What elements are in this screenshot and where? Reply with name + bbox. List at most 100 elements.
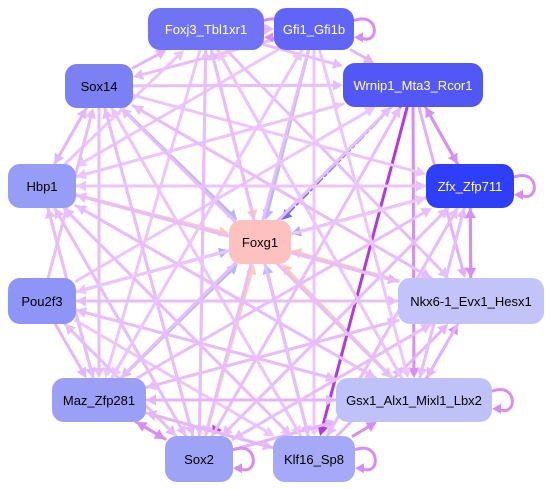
edge-arrowhead (420, 208, 432, 218)
edge-zfx-to-hbp1 (76, 180, 428, 192)
edge-line (115, 48, 304, 371)
node-zfx[interactable]: Zfx_Zfp711 (426, 164, 514, 208)
edge-sox14-to-maz (93, 106, 105, 378)
edge-arrowhead (233, 429, 245, 440)
edge-pou2f3-to-wrnip1 (74, 107, 376, 283)
edge-gfi1-to-maz (111, 48, 304, 378)
edge-arrowhead (199, 50, 211, 61)
edge-arrowhead (262, 426, 275, 436)
edge-arrowhead (76, 205, 88, 216)
node-nkx61-label: Nkx6-1_Evx1_Hesx1 (410, 293, 532, 309)
edge-line (154, 318, 400, 387)
self-loop-line (513, 174, 536, 198)
edge-line (74, 110, 369, 283)
self-loop-zfx (513, 174, 536, 200)
edge-gfi1-to-gsx1 (318, 48, 411, 378)
node-sox14[interactable]: Sox14 (65, 64, 133, 108)
edge-pou2f3-to-maz (53, 322, 87, 378)
edge-line (428, 114, 460, 166)
edge-line (154, 414, 275, 450)
edge-line (430, 322, 460, 371)
edge-line (83, 209, 378, 380)
edge-arrowhead (63, 208, 75, 219)
edge-line (349, 48, 367, 60)
edge-nkx61-to-pou2f3 (76, 295, 400, 307)
edge-arrowhead (76, 295, 86, 307)
edge-arrowhead (133, 69, 145, 80)
edge-nkx61-to-maz (146, 318, 400, 391)
node-wrnip1[interactable]: Wrnip1_Mta3_Rcor1 (343, 63, 483, 107)
edge-arrowhead (465, 267, 477, 278)
edge-foxj3-to-gfi1 (262, 23, 274, 35)
edge-arrowhead (155, 49, 167, 60)
edge-arrowhead (76, 192, 88, 204)
self-loop-line (353, 17, 376, 41)
node-gsx1[interactable]: Gsx1_Alx1_Mixl1_Lbx2 (336, 378, 492, 422)
self-loop-line (491, 388, 514, 412)
edge-arrowhead (426, 366, 437, 378)
edge-arrowhead (408, 367, 420, 378)
node-nkx61[interactable]: Nkx6-1_Evx1_Hesx1 (398, 278, 544, 324)
edge-zfx-to-wrnip1 (425, 107, 460, 166)
node-hbp1[interactable]: Hbp1 (8, 164, 76, 208)
edge-pou2f3-to-klf16 (74, 319, 275, 436)
edge-arrowhead (173, 50, 185, 61)
self-loop-sox2 (232, 446, 255, 474)
self-loop-line (232, 446, 255, 472)
edge-arrowhead (111, 108, 122, 120)
self-loop-gfi1 (353, 17, 376, 43)
edge-line (84, 311, 338, 381)
self-loop-arrowhead (233, 463, 242, 474)
node-maz-label: Maz_Zfp281 (62, 392, 136, 408)
edge-arrowhead (111, 366, 122, 378)
edge-nkx61-to-sox14 (133, 105, 433, 280)
edge-line (53, 322, 83, 371)
node-gfi1-label: Gfi1_Gfi1b (282, 21, 346, 37)
edge-arrowhead (365, 422, 377, 432)
edge-sox14-to-foxj3 (131, 49, 167, 70)
node-foxg1[interactable]: Foxg1 (229, 220, 291, 264)
edge-wrnip1-to-klf16 (317, 105, 409, 436)
node-gfi1[interactable]: Gfi1_Gfi1b (274, 8, 354, 50)
node-pou2f3[interactable]: Pou2f3 (8, 278, 76, 324)
edge-arrowhead (93, 368, 105, 378)
edge-arrowhead (456, 266, 468, 278)
edge-nkx61-to-gsx1 (426, 322, 460, 378)
node-foxj3-label: Foxj3_Tbl1xr1 (164, 21, 248, 37)
node-maz[interactable]: Maz_Zfp281 (52, 378, 146, 422)
edge-arrowhead (400, 366, 411, 378)
edge-arrowhead (217, 50, 228, 62)
edge-zfx-to-sox2 (221, 206, 450, 436)
self-loop-arrowhead (514, 189, 523, 200)
edge-arrowhead (133, 105, 145, 116)
edge-gsx1-to-pou2f3 (76, 307, 338, 381)
edge-arrowhead (416, 366, 428, 378)
edge-line (83, 48, 280, 163)
node-sox14-label: Sox14 (80, 78, 118, 94)
edge-line (53, 115, 84, 166)
edge-arrowhead (221, 425, 233, 436)
edge-arrowhead (76, 283, 88, 295)
edge-arrowhead (208, 50, 220, 62)
edge-arrowhead (331, 58, 343, 69)
node-hbp1-label: Hbp1 (26, 178, 58, 194)
node-sox2[interactable]: Sox2 (165, 436, 233, 482)
node-zfx-label: Zfx_Zfp711 (437, 178, 503, 194)
node-foxg1-label: Foxg1 (241, 234, 279, 250)
self-loop-line (354, 446, 377, 472)
edge-arrowhead (414, 166, 426, 177)
edge-sox2-to-maz (136, 422, 167, 441)
edge-line (105, 116, 195, 438)
node-klf16[interactable]: Klf16_Sp8 (273, 436, 355, 482)
edge-arrowhead (146, 379, 158, 391)
edge-sox2-to-sox14 (102, 108, 195, 438)
self-loop-klf16 (354, 446, 377, 474)
edge-line (227, 206, 450, 431)
node-wrnip1-label: Wrnip1_Mta3_Rcor1 (353, 77, 473, 93)
node-foxj3[interactable]: Foxj3_Tbl1xr1 (148, 8, 264, 50)
edge-line (74, 319, 268, 433)
edge-arrowhead (317, 424, 328, 436)
edge-arrowhead (380, 107, 392, 118)
edge-arrowhead (264, 23, 274, 35)
